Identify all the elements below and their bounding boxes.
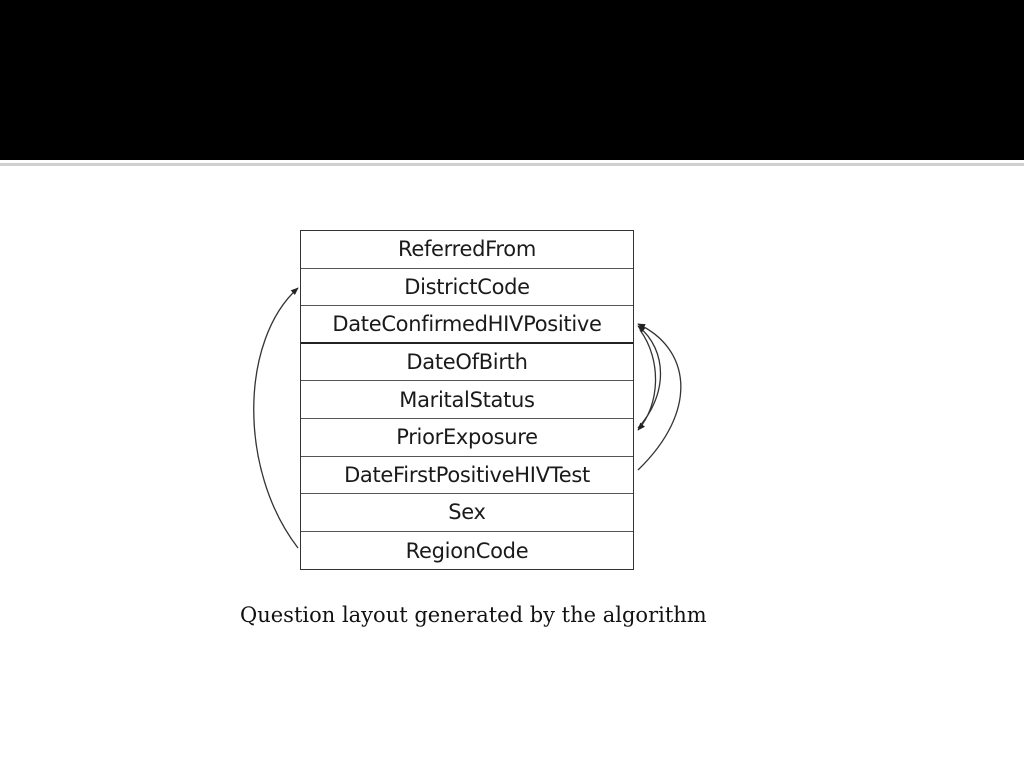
field-row-date-first-positive-hiv-test: DateFirstPositiveHIVTest bbox=[301, 457, 633, 495]
question-layout-table: ReferredFrom DistrictCode DateConfirmedH… bbox=[300, 230, 634, 571]
figure-caption: Question layout generated by the algorit… bbox=[240, 603, 707, 627]
field-row-district-code: DistrictCode bbox=[301, 269, 633, 307]
field-row-prior-exposure: PriorExposure bbox=[301, 419, 633, 457]
field-row-date-confirmed-hiv-positive: DateConfirmedHIVPositive bbox=[301, 306, 633, 344]
title-band bbox=[0, 0, 1024, 160]
field-row-region-code: RegionCode bbox=[405, 538, 529, 563]
title-divider bbox=[0, 163, 1024, 166]
arrow-prior-exposure-to-date-confirmed bbox=[637, 325, 662, 429]
field-row-referred-from: ReferredFrom bbox=[301, 231, 633, 269]
field-row-date-of-birth: DateOfBirth bbox=[301, 344, 633, 382]
arrow-region-code-to-district-code bbox=[253, 287, 299, 549]
arrow-date-first-positive-to-date-confirmed bbox=[637, 323, 682, 471]
field-row-sex: Sex bbox=[301, 494, 633, 532]
arrow-date-confirmed-to-prior-exposure bbox=[637, 329, 657, 431]
field-row-marital-status: MaritalStatus bbox=[301, 381, 633, 419]
